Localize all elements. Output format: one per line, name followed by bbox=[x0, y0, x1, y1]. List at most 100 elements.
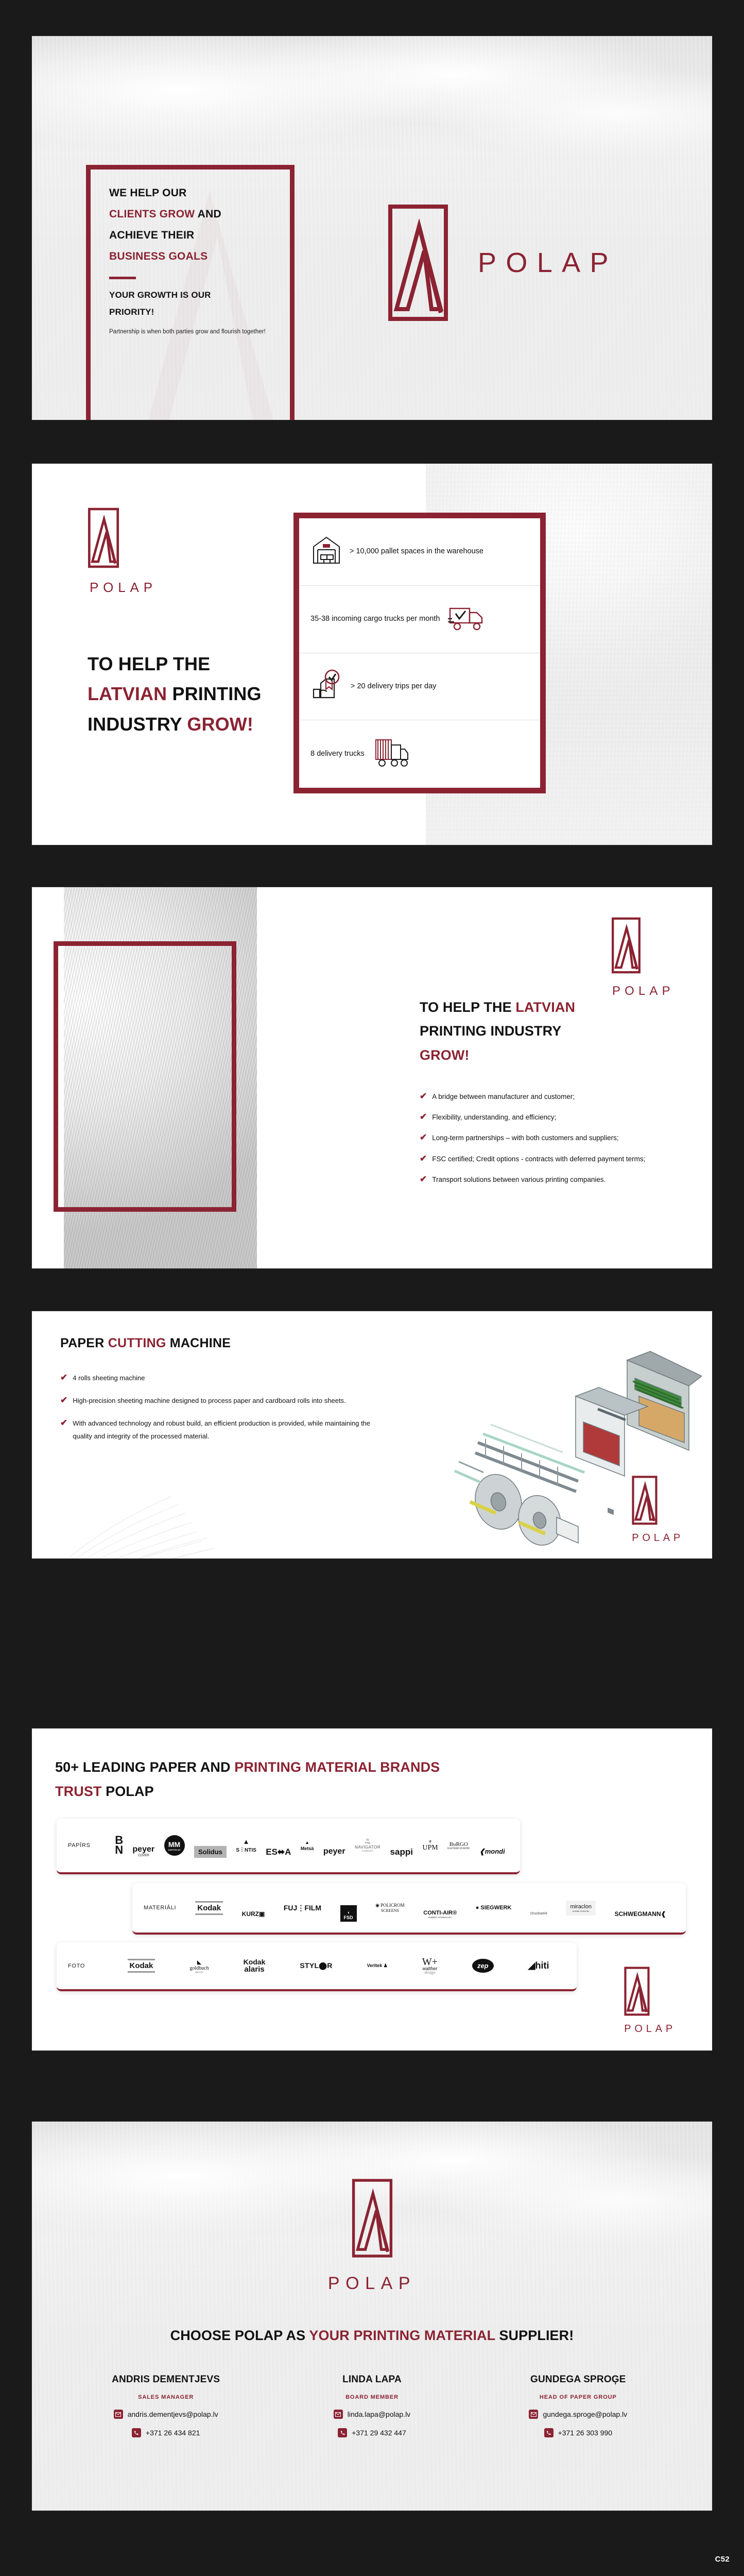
brand-row-label: MATERIĀLI bbox=[144, 1905, 177, 1911]
brand-logo-upm: ⚜UPM bbox=[422, 1839, 438, 1852]
brand-logo-siegwerk: ● SIEGWERK bbox=[475, 1905, 512, 1911]
polap-wordmark: POLAP bbox=[624, 2023, 676, 2035]
brand-row-label: PAPĪRS bbox=[68, 1842, 91, 1849]
contact-phone: +371 29 432 447 bbox=[352, 2429, 406, 2437]
contact-email: gundega.sproge@polap.lv bbox=[543, 2410, 628, 2418]
contact-phone-line[interactable]: +371 29 432 447 bbox=[279, 2428, 464, 2437]
cargo-truck-check-icon bbox=[447, 603, 485, 635]
headline-line-3: GROW! bbox=[420, 1047, 470, 1063]
hero-quote-text: WE HELP OUR CLIENTS GROW AND ACHIEVE THE… bbox=[109, 183, 279, 337]
slide5-brand-lockup: POLAP bbox=[624, 1967, 676, 2035]
machine-feature-list: ✔4 rolls sheeting machine ✔High-precisio… bbox=[60, 1372, 379, 1453]
slide4-brand-lockup: POLAP bbox=[632, 1476, 684, 1544]
polap-logo-icon bbox=[352, 2179, 392, 2258]
brand-logo-kodak: Kodak bbox=[127, 1959, 155, 1973]
contact-email-line[interactable]: gundega.sproge@polap.lv bbox=[486, 2410, 671, 2419]
value-prop-list: ✔A bridge between manufacturer and custo… bbox=[420, 1091, 687, 1194]
quote-line-2: CLIENTS GROW AND bbox=[109, 208, 221, 220]
quote-subline-1: YOUR GROWTH IS OUR bbox=[109, 290, 211, 300]
brand-logo-solidus: Solidus bbox=[194, 1845, 227, 1858]
contact-name: GUNDEGA SPROĢE bbox=[530, 2374, 626, 2385]
paper-rolls-photo bbox=[64, 887, 257, 1268]
contact-email: linda.lapa@polap.lv bbox=[347, 2410, 411, 2418]
warehouse-icon bbox=[310, 534, 342, 569]
contact-name: LINDA LAPA bbox=[342, 2374, 402, 2385]
email-icon bbox=[333, 2410, 343, 2419]
contact-card: LINDA LAPA BOARD MEMBER linda.lapa@polap… bbox=[279, 2374, 464, 2437]
contact-email-line[interactable]: linda.lapa@polap.lv bbox=[279, 2410, 464, 2419]
check-icon: ✔ bbox=[420, 1091, 427, 1101]
headline-line-2: LATVIAN PRINTING bbox=[88, 683, 262, 705]
page-title: 50+ LEADING PAPER AND PRINTING MATERIAL … bbox=[55, 1759, 440, 1800]
stat-text: > 10,000 pallet spaces in the warehouse bbox=[350, 547, 483, 556]
list-item: ✔High-precision sheeting machine designe… bbox=[60, 1395, 379, 1408]
list-item: ✔Flexibility, understanding, and efficie… bbox=[420, 1111, 687, 1123]
contact-phone-line[interactable]: +371 26 303 990 bbox=[486, 2428, 671, 2437]
stat-row: > 20 delivery trips per day bbox=[299, 653, 540, 721]
check-icon: ✔ bbox=[60, 1372, 68, 1382]
check-icon: ✔ bbox=[420, 1112, 427, 1122]
email-icon bbox=[529, 2410, 539, 2419]
polap-logo-icon bbox=[612, 917, 641, 974]
quote-line-3: ACHIEVE THEIR bbox=[109, 229, 195, 241]
contact-card: ANDRIS DEMENTJEVS SALES MANAGER andris.d… bbox=[73, 2374, 258, 2437]
riga-cityscape-background bbox=[32, 2122, 712, 2511]
brand-logo-fsd: ◖FSD bbox=[340, 1905, 357, 1922]
contact-role: SALES MANAGER bbox=[138, 2394, 194, 2400]
slide3-brand-lockup: POLAP bbox=[611, 917, 674, 998]
contact-role: HEAD OF PAPER GROUP bbox=[539, 2394, 617, 2400]
brand-logo-styler: STYL⬤R bbox=[300, 1961, 333, 1970]
deck-watermark: C52 bbox=[715, 2555, 730, 2564]
slide-6-contacts: POLAP CHOOSE POLAP AS YOUR PRINTING MATE… bbox=[32, 2122, 712, 2511]
list-item: ✔FSC certified; Credit options - contrac… bbox=[420, 1153, 687, 1165]
polap-logo-icon bbox=[388, 205, 448, 321]
polap-wordmark: POLAP bbox=[90, 580, 157, 595]
polap-wordmark: POLAP bbox=[632, 1532, 684, 1544]
contact-email-line[interactable]: andris.dementjevs@polap.lv bbox=[73, 2410, 258, 2419]
slide3-content-panel: POLAP TO HELP THE LATVIAN PRINTING INDUS… bbox=[416, 887, 709, 1268]
photo-accent-frame bbox=[54, 941, 236, 1212]
quote-note: Partnership is when both parties grow an… bbox=[109, 329, 266, 335]
slide-1-hero: WE HELP OUR CLIENTS GROW AND ACHIEVE THE… bbox=[32, 36, 712, 420]
quote-subline-2: PRIORITY! bbox=[109, 307, 154, 317]
brand-logo-kurz: KURZ▣ bbox=[241, 1910, 265, 1918]
polap-wordmark: POLAP bbox=[327, 2274, 417, 2293]
contact-email: andris.dementjevs@polap.lv bbox=[127, 2410, 218, 2418]
phone-icon bbox=[131, 2428, 141, 2437]
headline-line-1: TO HELP THE LATVIAN bbox=[420, 999, 576, 1015]
polap-logo-icon bbox=[624, 1967, 650, 2016]
brand-logo-fujifilm: FUJ⋮FILM bbox=[283, 1903, 321, 1912]
list-item: ✔Transport solutions between various pri… bbox=[420, 1174, 687, 1185]
paper-cutting-machine-illustration bbox=[454, 1351, 702, 1546]
check-icon: ✔ bbox=[60, 1395, 68, 1405]
slide2-headline: TO HELP THE LATVIAN PRINTING INDUSTRY GR… bbox=[88, 649, 407, 739]
check-icon: ✔ bbox=[420, 1153, 427, 1163]
stat-row: 35-38 incoming cargo trucks per month bbox=[299, 586, 540, 653]
list-item: ✔With advanced technology and robust bui… bbox=[60, 1417, 379, 1443]
slide-4-paper-cutting-machine: PAPER CUTTING MACHINE ✔4 rolls sheeting … bbox=[32, 1311, 712, 1558]
list-item: ✔A bridge between manufacturer and custo… bbox=[420, 1091, 687, 1103]
brand-logo-santis: ▲S︙NTIS bbox=[236, 1838, 256, 1853]
check-icon: ✔ bbox=[60, 1417, 68, 1428]
divider-rule bbox=[109, 276, 136, 279]
contact-role: BOARD MEMBER bbox=[345, 2394, 399, 2400]
contact-phone: +371 26 303 990 bbox=[558, 2429, 613, 2437]
brand-logo-mondi: ❰mondi bbox=[479, 1848, 505, 1855]
slide-2-capacity: POLAP TO HELP THE LATVIAN PRINTING INDUS… bbox=[32, 464, 712, 845]
brand-logo-eska: ES⬌A bbox=[266, 1847, 291, 1857]
slide3-headline: TO HELP THE LATVIAN PRINTING INDUSTRY GR… bbox=[420, 995, 693, 1067]
contact-phone-line[interactable]: +371 26 434 821 bbox=[73, 2428, 258, 2437]
stat-row: 8 delivery trucks bbox=[299, 720, 540, 788]
headline-line-3: INDUSTRY GROW! bbox=[88, 713, 254, 735]
email-icon bbox=[113, 2410, 123, 2419]
check-icon: ✔ bbox=[420, 1132, 427, 1143]
polap-logo-icon bbox=[632, 1476, 658, 1525]
list-item: ✔4 rolls sheeting machine bbox=[60, 1372, 379, 1385]
